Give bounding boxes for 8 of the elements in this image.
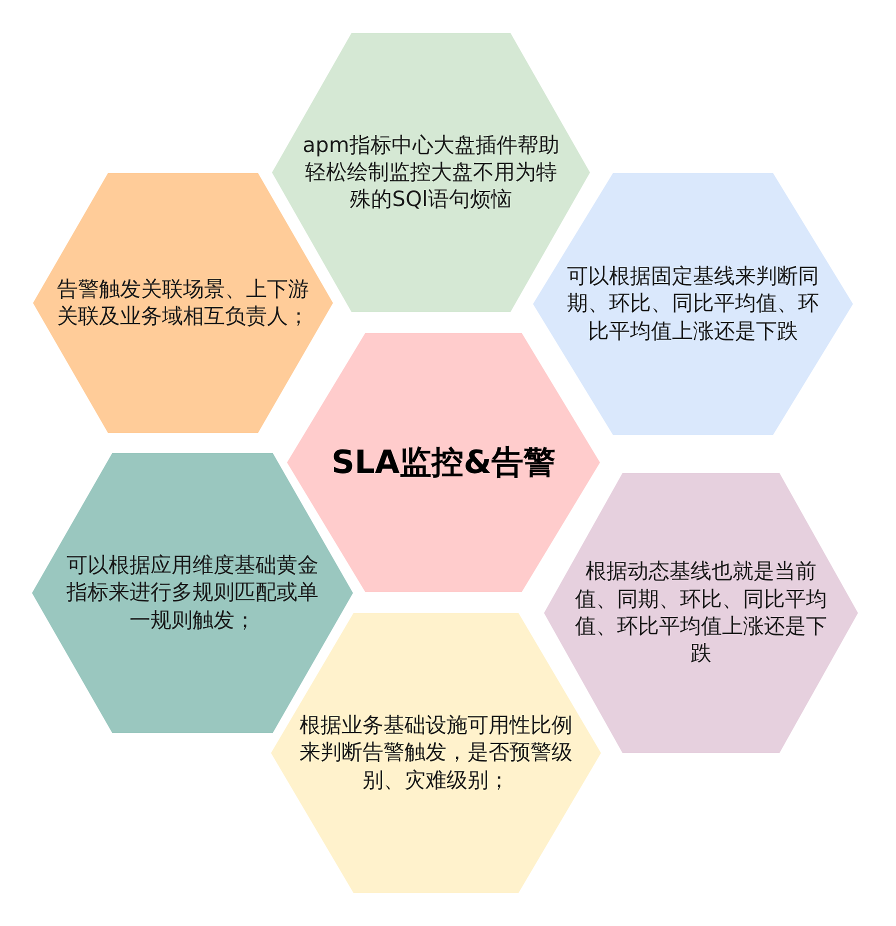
description-text: apm指标中心大盘插件帮助轻松绘制监控大盘不用为特殊的SQl语句烦恼	[302, 132, 560, 214]
description-text: 告警触发关联场景、上下游关联及业务域相互负责人；	[57, 276, 309, 330]
description-text: 可以根据应用维度基础黄金指标来进行多规则匹配或单一规则触发；	[66, 552, 320, 634]
description-text: 根据业务基础设施可用性比例来判断告警触发，是否预警级别、灾难级别；	[298, 712, 574, 794]
description-text: 根据动态基线也就是当前值、同期、环比、同比平均值、环比平均值上涨还是下跌	[574, 558, 828, 668]
hexagon	[271, 613, 601, 893]
description-text: 可以根据固定基线来判断同期、环比、同比平均值、环比平均值上涨还是下跌	[566, 263, 820, 345]
topic-text: SLA监控&告警	[331, 442, 556, 483]
